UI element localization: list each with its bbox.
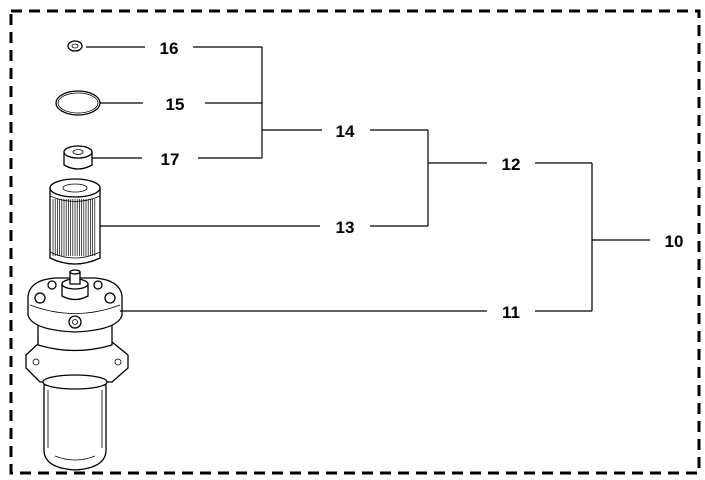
label-12: 12 <box>502 155 521 174</box>
dashed-frame <box>9 9 701 475</box>
label-16: 16 <box>160 39 179 58</box>
part-16-washer <box>67 40 83 52</box>
label-17: 17 <box>161 150 180 169</box>
part-17-nut <box>63 145 93 170</box>
label-13: 13 <box>336 218 355 237</box>
label-15: 15 <box>166 95 185 114</box>
label-10: 10 <box>665 232 684 251</box>
part-15-o-ring <box>55 90 101 116</box>
leader-lines <box>86 46 650 312</box>
part-13-filter-cartridge <box>49 178 101 265</box>
label-11: 11 <box>502 303 520 322</box>
part-11-filter-housing <box>25 269 129 471</box>
label-14: 14 <box>336 122 355 141</box>
